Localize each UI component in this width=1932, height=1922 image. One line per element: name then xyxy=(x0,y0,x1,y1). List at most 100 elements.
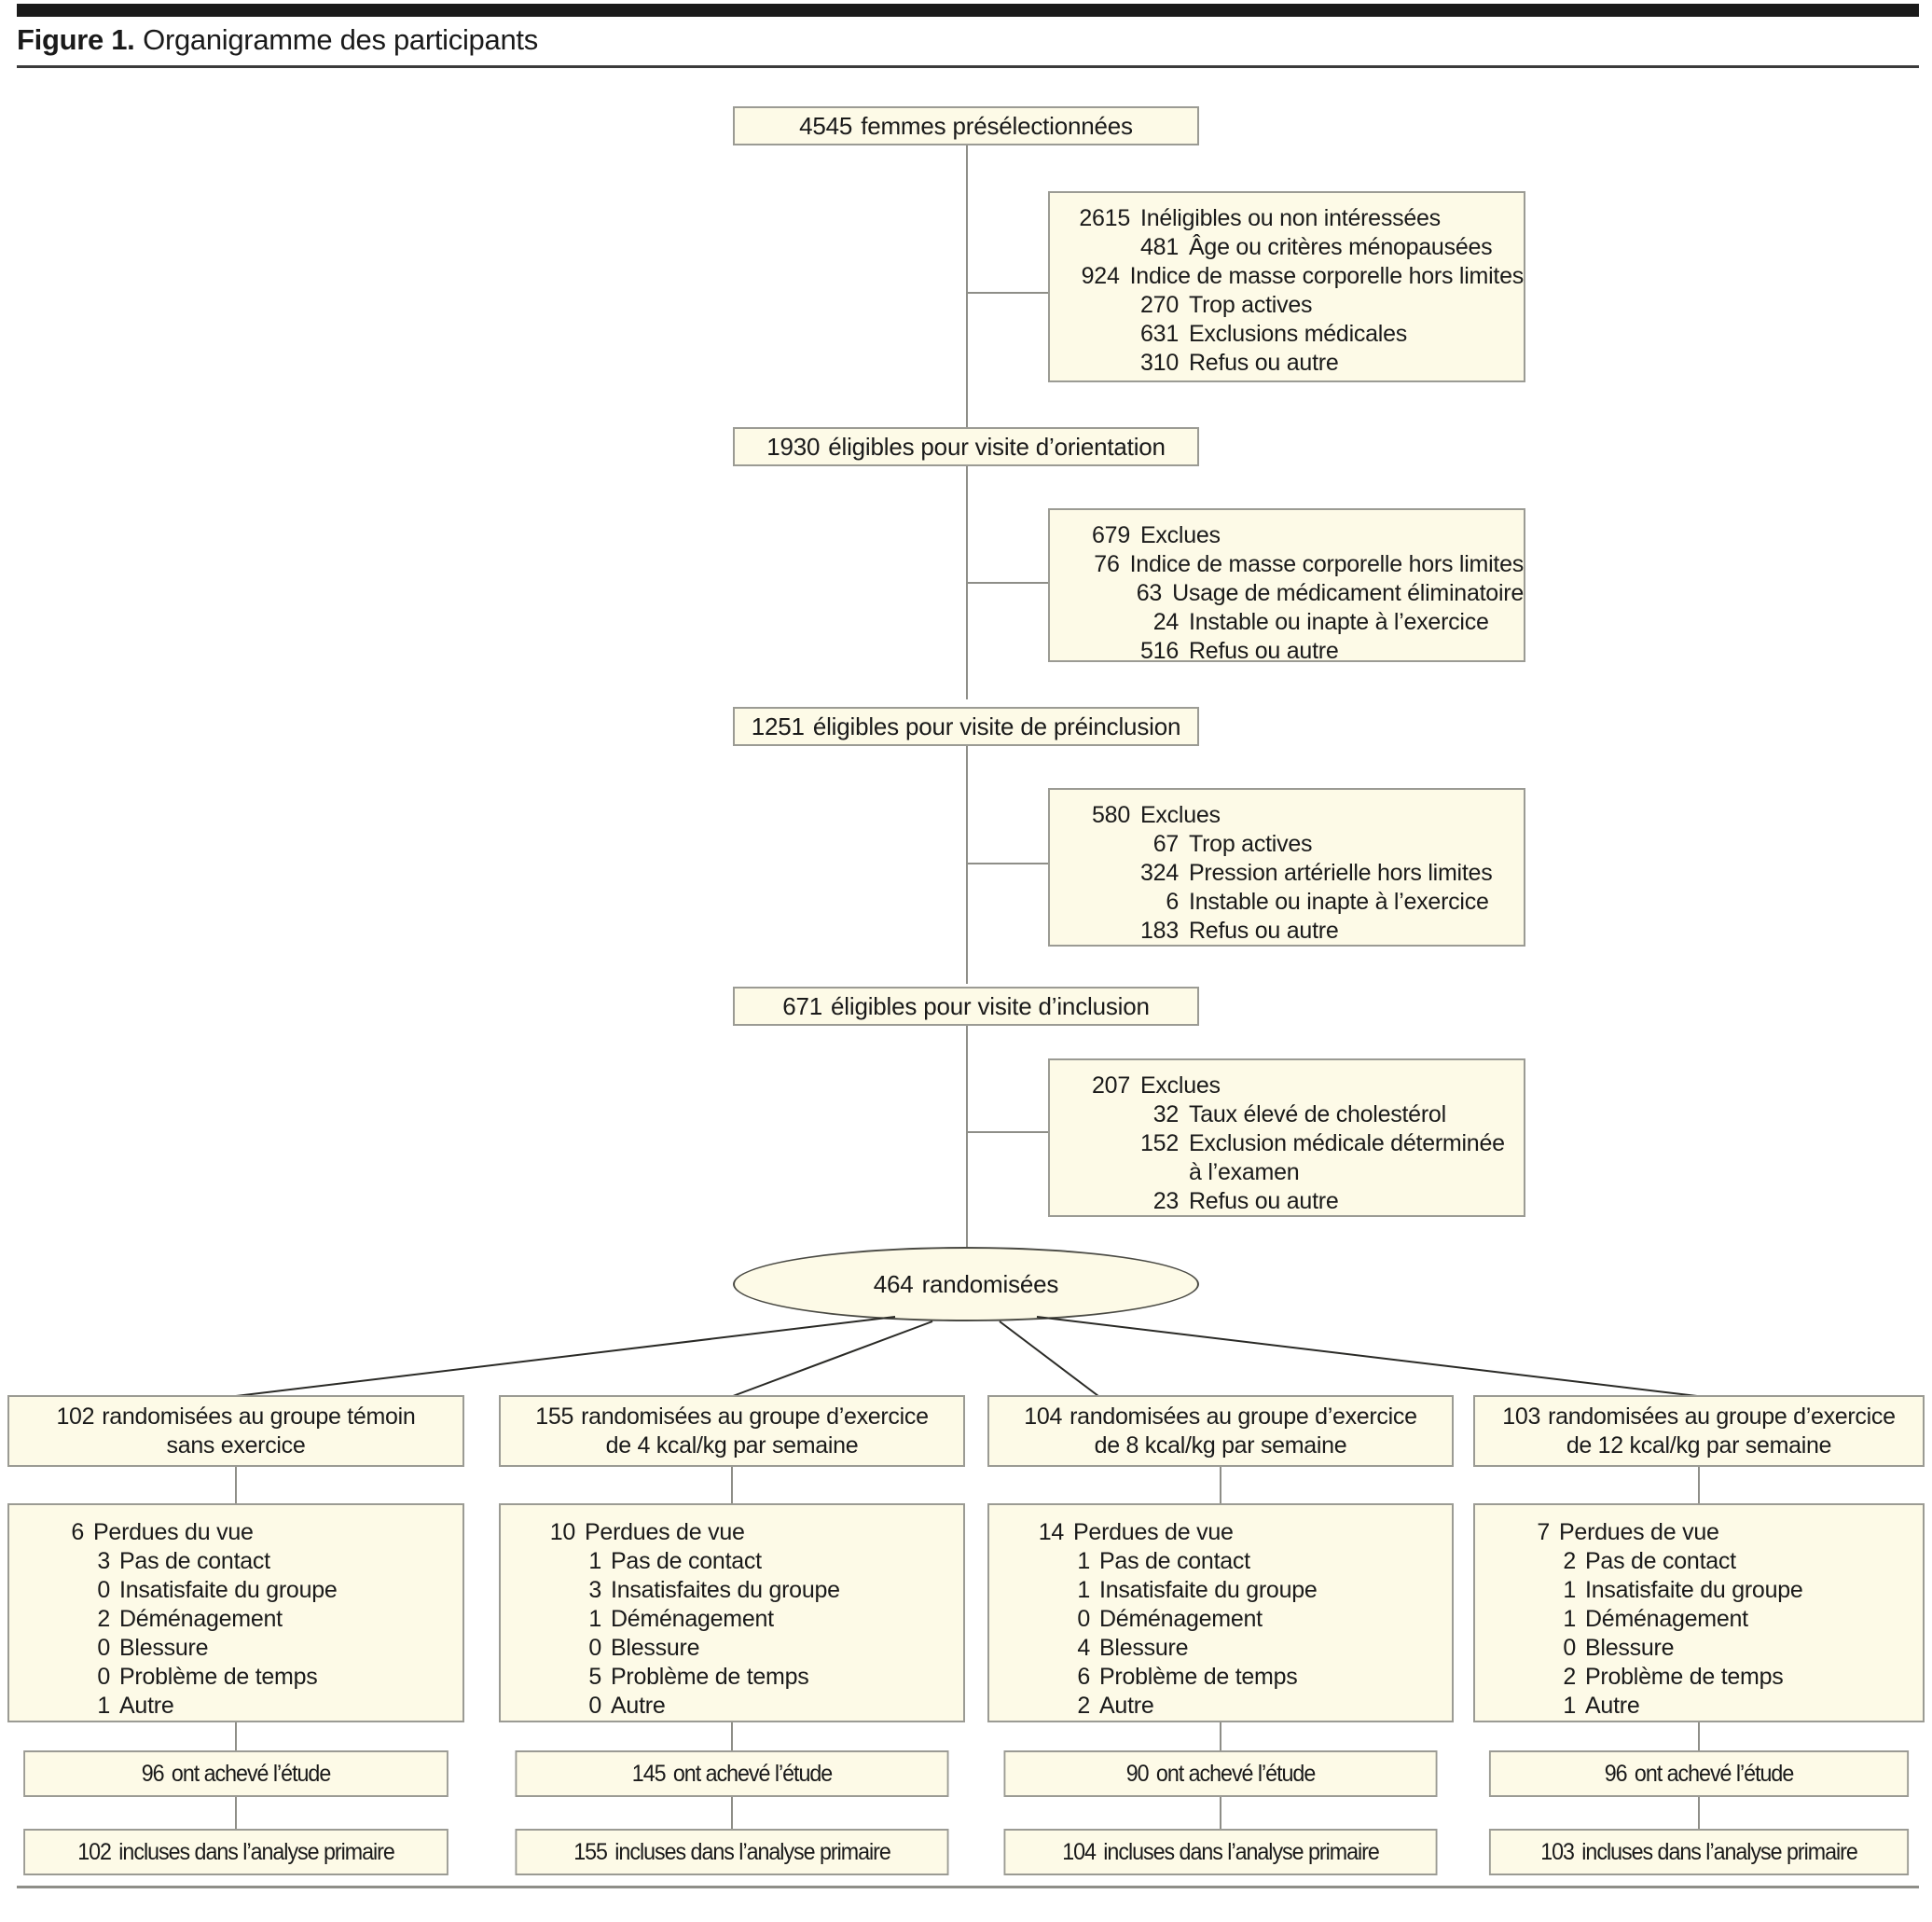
exclusion-item-text: Exclusion médicale déterminée xyxy=(1189,1130,1505,1156)
connector-group4-c xyxy=(1698,1797,1700,1831)
loss-reason-n: 4 xyxy=(1077,1635,1090,1661)
connector-elbow-4 xyxy=(966,1131,1050,1133)
loss-reason-n: 0 xyxy=(1563,1635,1576,1661)
exclusion-item-text: Trop actives xyxy=(1189,831,1313,857)
exclusion-item-n: 24 xyxy=(1152,609,1180,635)
loss-reason-text: Pas de contact xyxy=(1585,1548,1736,1574)
loss-reason-n: 1 xyxy=(588,1548,601,1574)
exclusion-item-text: Refus ou autre xyxy=(1189,918,1339,944)
step-count-preinclusion: 1251 xyxy=(751,712,805,740)
loss-reason-text: Déménagement xyxy=(611,1606,774,1632)
exclusion-item-n: 481 xyxy=(1140,234,1179,260)
loss-reason-text: Insatisfaites du groupe xyxy=(611,1577,840,1603)
exclusion-item-text: Indice de masse corporelle hors limites xyxy=(1129,263,1525,289)
exclusion-item-n: 324 xyxy=(1140,860,1179,886)
connector-group4-b xyxy=(1698,1722,1700,1752)
exclusion-count-1: 2615 xyxy=(1079,205,1130,231)
loss-reason-n: 5 xyxy=(588,1664,601,1690)
exclusion-item-n: 63 xyxy=(1136,580,1163,606)
loss-reason-n: 0 xyxy=(1077,1606,1090,1632)
completed-text-4: ont achevé l’étude xyxy=(1634,1760,1794,1787)
exclusion-count-2: 679 xyxy=(1092,522,1130,548)
exclusion-item-text: Refus ou autre xyxy=(1189,1188,1339,1214)
connector-elbow-3 xyxy=(966,863,1050,864)
header-rule xyxy=(17,65,1919,68)
exclusion-box-screened: 2615 Inéligibles ou non intéressées 481 Âg… xyxy=(1048,191,1525,382)
connector-group2-a xyxy=(731,1467,733,1506)
step-count-screened: 4545 xyxy=(799,111,853,140)
connector-group3-a xyxy=(1220,1467,1221,1506)
lost-count-2: 10 xyxy=(549,1519,576,1545)
connector-group4-a xyxy=(1698,1467,1700,1506)
lost-label-3: Perdues de vue xyxy=(1073,1519,1234,1545)
exclusion-item-n: 310 xyxy=(1140,350,1179,376)
step-text-inclusion: éligibles pour visite d’inclusion xyxy=(831,991,1150,1020)
loss-reason-n: 1 xyxy=(1563,1606,1576,1632)
fan-line-2 xyxy=(732,1321,933,1397)
connector-group2-b xyxy=(731,1722,733,1752)
loss-reason-n: 1 xyxy=(1077,1577,1090,1603)
loss-reason-n: 3 xyxy=(97,1548,110,1574)
loss-reason-text: Déménagement xyxy=(1099,1606,1263,1632)
connector-group1-a xyxy=(235,1467,237,1506)
group-assigned-count-2: 155 xyxy=(535,1403,574,1430)
footer-rule xyxy=(17,1886,1919,1888)
loss-reason-text: Déménagement xyxy=(1585,1606,1748,1632)
loss-reason-n: 1 xyxy=(1563,1693,1576,1719)
loss-reason-text: Pas de contact xyxy=(611,1548,762,1574)
step-box-screened: 4545 femmes présélectionnées xyxy=(733,106,1199,145)
loss-reason-text: Blessure xyxy=(611,1635,700,1661)
exclusion-item-n: 32 xyxy=(1152,1101,1180,1127)
exclusion-item-n: 516 xyxy=(1140,638,1179,664)
figure-caption: Figure 1. Organigramme des participants xyxy=(17,22,1509,58)
analyzed-count-3: 104 xyxy=(1062,1838,1097,1865)
loss-reason-text: Blessure xyxy=(119,1635,209,1661)
step-count-inclusion: 671 xyxy=(782,991,823,1020)
analyzed-count-1: 102 xyxy=(77,1838,112,1865)
exclusion-item-text: Âge ou critères ménopausées xyxy=(1189,234,1493,260)
group-assigned-line2-4: de 12 kcal/kg par semaine xyxy=(1566,1431,1832,1459)
loss-reason-n: 0 xyxy=(588,1635,601,1661)
loss-reason-n: 0 xyxy=(97,1577,110,1603)
exclusion-count-3: 580 xyxy=(1092,802,1130,828)
analyzed-text-3: incluses dans l’analyse primaire xyxy=(1103,1838,1380,1865)
randomized-text: randomisées xyxy=(921,1269,1059,1298)
connector-group1-c xyxy=(235,1797,237,1831)
exclusion-item-text: Refus ou autre xyxy=(1189,350,1339,376)
loss-reason-text: Autre xyxy=(611,1693,666,1719)
completed-text-3: ont achevé l’étude xyxy=(1155,1760,1316,1787)
exclusion-label-4: Exclues xyxy=(1140,1072,1221,1099)
group-assigned-line2-1: sans exercice xyxy=(166,1431,306,1459)
exclusion-item-n: 6 xyxy=(1166,889,1179,915)
loss-reason-n: 2 xyxy=(1563,1664,1576,1690)
loss-reason-text: Pas de contact xyxy=(1099,1548,1250,1574)
analyzed-count-2: 155 xyxy=(573,1838,608,1865)
step-text-screened: femmes présélectionnées xyxy=(861,111,1133,140)
connector-group3-b xyxy=(1220,1722,1221,1752)
connector-group2-c xyxy=(731,1797,733,1831)
loss-reason-n: 2 xyxy=(1077,1693,1090,1719)
exclusion-item-n: 152 xyxy=(1140,1130,1179,1156)
lost-label-1: Perdues du vue xyxy=(93,1519,254,1545)
lost-label-2: Perdues de vue xyxy=(585,1519,745,1545)
lost-count-3: 14 xyxy=(1038,1519,1065,1545)
top-black-bar xyxy=(17,4,1919,17)
exclusion-label-1: Inéligibles ou non intéressées xyxy=(1140,205,1441,231)
loss-reason-n: 1 xyxy=(1563,1577,1576,1603)
loss-reason-text: Autre xyxy=(1099,1693,1154,1719)
connector-elbow-2 xyxy=(966,582,1050,584)
analyzed-text-2: incluses dans l’analyse primaire xyxy=(614,1838,891,1865)
